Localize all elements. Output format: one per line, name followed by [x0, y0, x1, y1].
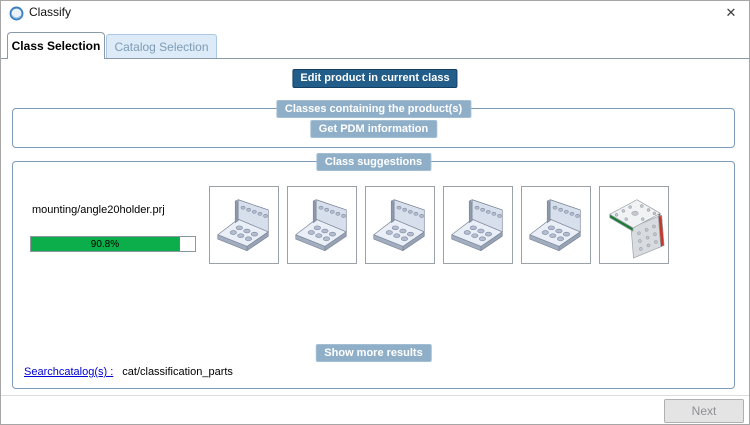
- tab-panel-divider: [1, 58, 749, 59]
- class-suggestions-groupbox: Class suggestions mounting/angle20holder…: [12, 153, 735, 389]
- show-more-results-button[interactable]: Show more results: [315, 344, 432, 362]
- search-catalogs-row: Searchcatalog(s) : cat/classification_par…: [24, 366, 233, 378]
- footer-divider: [1, 395, 749, 396]
- part-thumbnail-5[interactable]: [521, 186, 591, 264]
- part-thumbnail-6[interactable]: [599, 186, 669, 264]
- part-thumbnail-4[interactable]: [443, 186, 513, 264]
- part-thumbnail-1[interactable]: [209, 186, 279, 264]
- next-button[interactable]: Next: [664, 399, 744, 423]
- class-suggestions-legend: Class suggestions: [315, 153, 432, 171]
- classes-containing-groupbox: Classes containing the product(s) Get PD…: [12, 100, 735, 148]
- close-icon[interactable]: ✕: [725, 4, 737, 20]
- search-catalogs-value: cat/classification_parts: [122, 366, 233, 378]
- part-thumbnail-2[interactable]: [287, 186, 357, 264]
- progress-fill: 90.8%: [31, 237, 180, 251]
- confidence-value: 90.8%: [90, 238, 120, 250]
- edit-product-button[interactable]: Edit product in current class: [292, 69, 458, 88]
- tab-class-selection[interactable]: Class Selection: [7, 32, 105, 59]
- classify-app-icon: [9, 6, 24, 21]
- tab-catalog-selection[interactable]: Catalog Selection: [106, 34, 217, 58]
- suggested-class-name: mounting/angle20holder.prj: [32, 204, 165, 216]
- search-catalogs-link[interactable]: Searchcatalog(s) :: [24, 366, 114, 378]
- classes-containing-legend: Classes containing the product(s): [275, 100, 472, 118]
- get-pdm-button[interactable]: Get PDM information: [309, 120, 438, 138]
- confidence-progressbar: 90.8%: [30, 236, 196, 252]
- part-thumbnail-3[interactable]: [365, 186, 435, 264]
- window-title: Classify: [29, 5, 72, 19]
